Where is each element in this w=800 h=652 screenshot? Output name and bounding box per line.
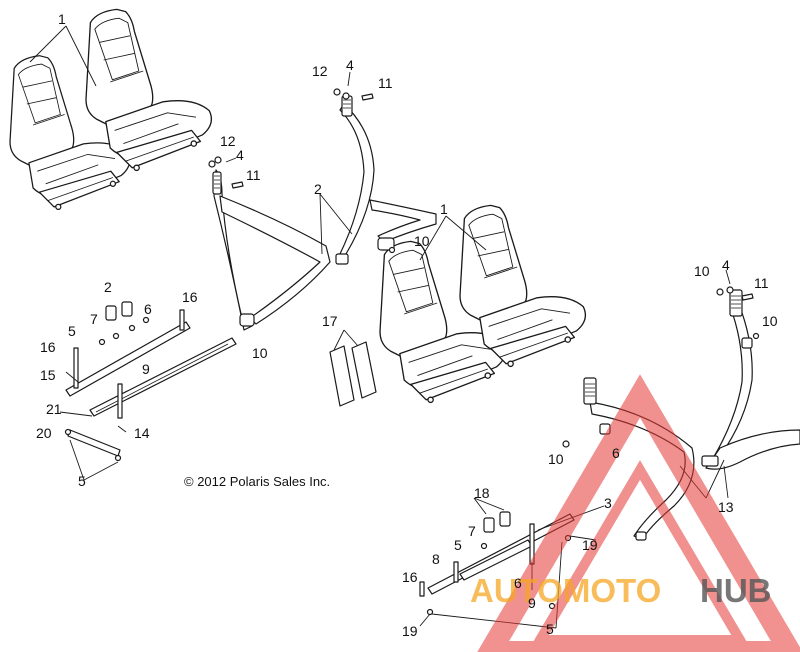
rear-mount-hardware [64,301,237,462]
callout-label: 7 [468,523,476,539]
fasteners [208,88,760,448]
callout-label: 4 [722,257,730,273]
callout-labels: 1 1 2 2 3 4 4 4 5 5 5 5 6 6 6 7 7 8 9 9 … [36,11,778,639]
front-mount-hardware [419,511,575,616]
callout-label: 19 [402,623,418,639]
callout-label: 11 [378,75,393,91]
callout-label: 11 [246,167,261,183]
callout-label: 10 [252,345,268,361]
callout-label: 6 [514,575,522,591]
callout-label: 21 [46,401,62,417]
callout-label: 4 [346,57,354,73]
watermark-prefix: AUTOMOTO [470,572,661,609]
seat-belt-rear-left [212,169,331,331]
callout-label: 1 [58,11,66,27]
pads [329,341,377,407]
copyright-text: © 2012 Polaris Sales Inc. [184,474,330,489]
callout-label: 5 [546,621,554,637]
callout-label: 12 [220,133,236,149]
callout-label: 10 [414,233,430,249]
callout-label: 11 [754,275,769,291]
callout-label: 2 [314,181,322,197]
callout-label: 17 [322,313,338,329]
callout-label: 4 [236,147,244,163]
callout-label: 14 [134,425,150,441]
callout-label: 3 [604,495,612,511]
callout-label: 5 [68,323,76,339]
callout-label: 16 [182,289,198,305]
callout-label: 5 [454,537,462,553]
callout-label: 5 [78,473,86,489]
callout-label: 10 [694,263,710,279]
callout-label: 13 [718,499,734,515]
callout-label: 10 [762,313,778,329]
watermark-suffix: HUB [700,572,772,609]
callout-label: 9 [142,361,150,377]
callout-label: 6 [612,445,620,461]
callout-label: 16 [40,339,56,355]
callout-label: 20 [36,425,52,441]
callout-label: 16 [402,569,418,585]
callout-label: 9 [528,595,536,611]
callout-label: 1 [440,201,448,217]
callout-label: 8 [432,551,440,567]
callout-label: 2 [104,279,112,295]
callout-label: 12 [312,63,328,79]
seat-belt-front-right [701,289,800,470]
callout-label: 15 [40,367,56,383]
watermark-logo [477,374,800,652]
callout-label: 10 [548,451,564,467]
seat-belt-rear-right [335,95,437,265]
callout-label: 18 [474,485,490,501]
callout-label: 7 [90,311,98,327]
callout-label: 19 [582,537,598,553]
callout-label: 6 [144,301,152,317]
